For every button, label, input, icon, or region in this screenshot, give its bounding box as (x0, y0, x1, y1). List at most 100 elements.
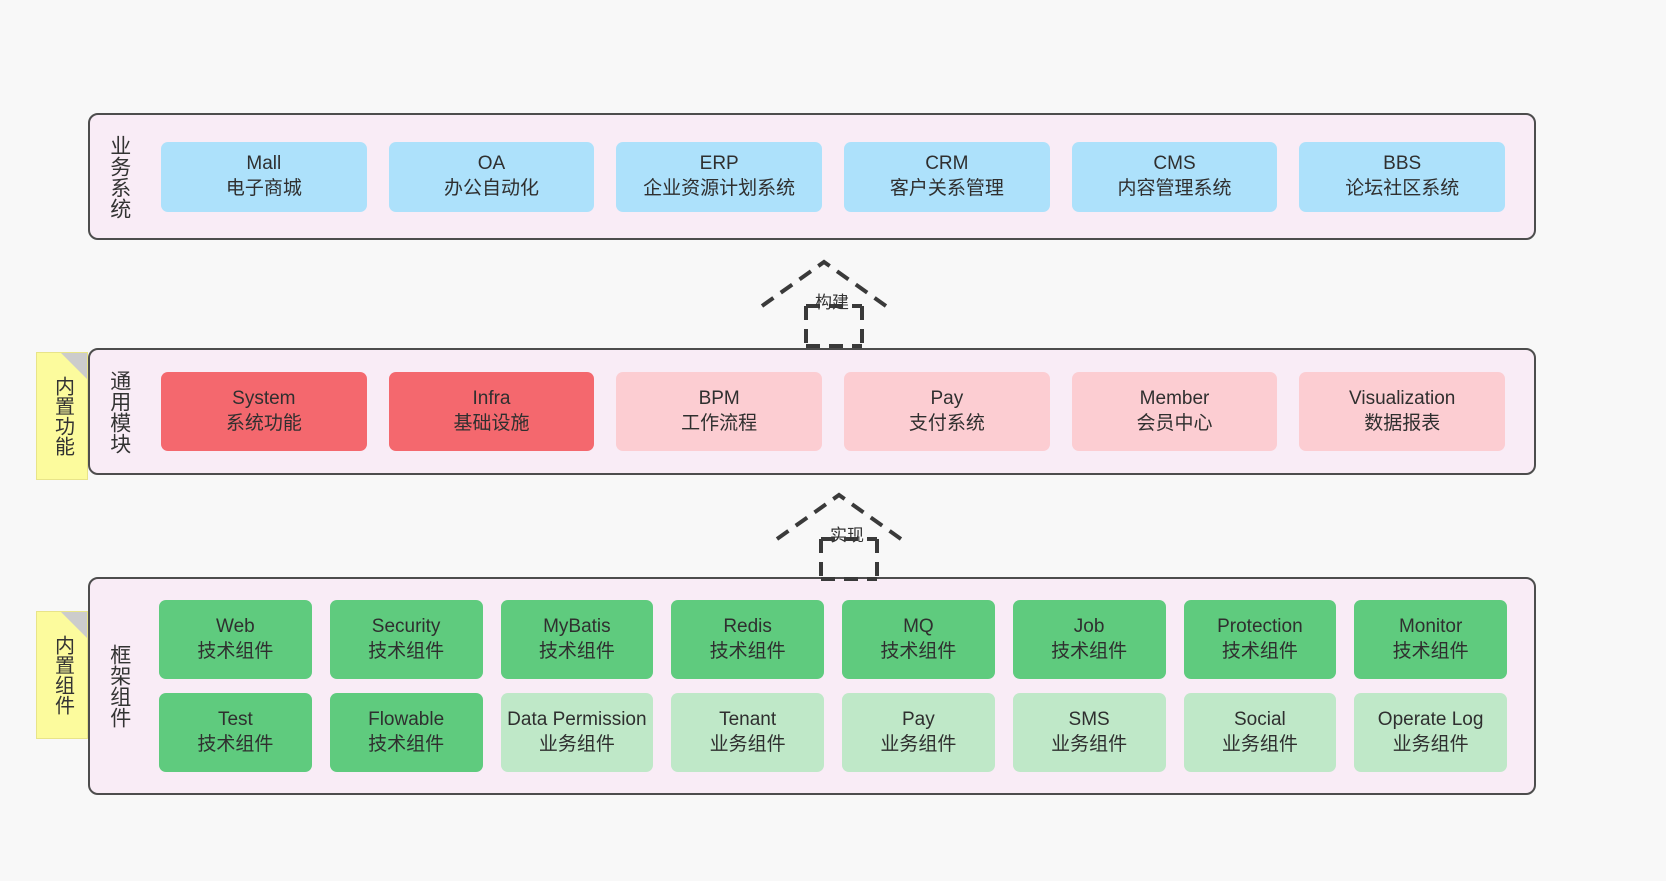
cell-name: Monitor (1398, 616, 1463, 638)
framework-cell-security[interactable]: Security 技术组件 (329, 600, 483, 679)
cell-name: MQ (903, 616, 934, 638)
common-cell-visualization[interactable]: Visualization 数据报表 (1299, 372, 1506, 451)
layer-framework-title: 框架组件 (107, 644, 131, 728)
cell-name: BPM (698, 388, 740, 410)
cell-desc: 技术组件 (1221, 640, 1298, 662)
note-label: 内置功能 (51, 376, 74, 456)
cell-desc: 客户关系管理 (889, 177, 1004, 199)
cell-desc: 业务组件 (1221, 733, 1298, 755)
cell-desc: 技术组件 (538, 640, 615, 662)
business-cell-cms[interactable]: CMS 内容管理系统 (1071, 141, 1278, 212)
cell-name: Protection (1217, 616, 1303, 638)
common-cell-bpm[interactable]: BPM 工作流程 (616, 372, 823, 451)
cell-desc: 电子商城 (225, 177, 302, 199)
cell-desc: 系统功能 (225, 412, 302, 434)
cell-name: OA (477, 153, 506, 175)
connector-implement-label: 实现 (830, 526, 864, 545)
framework-cell-pay[interactable]: Pay 业务组件 (842, 693, 995, 772)
layer-common-body: System 系统功能 Infra 基础设施 BPM 工作流程 Pay 支付系统… (140, 350, 1534, 473)
cell-desc: 业务组件 (1051, 733, 1128, 755)
cell-desc: 技术组件 (368, 640, 445, 662)
cell-desc: 基础设施 (453, 412, 530, 434)
layer-common-modules[interactable]: 通用模块 System 系统功能 Infra 基础设施 BPM 工作流程 Pay… (88, 348, 1536, 475)
business-cell-mall[interactable]: Mall 电子商城 (161, 141, 367, 212)
framework-cell-job[interactable]: Job 技术组件 (1012, 600, 1166, 679)
cell-name: Tenant (719, 709, 777, 731)
framework-cell-operate-log[interactable]: Operate Log 业务组件 (1354, 693, 1507, 772)
cell-name: Mall (246, 153, 282, 175)
cell-desc: 论坛社区系统 (1345, 177, 1460, 199)
note-label: 内置组件 (51, 635, 74, 715)
cell-name: BBS (1383, 153, 1422, 175)
cell-name: MyBatis (543, 616, 611, 638)
cell-desc: 业务组件 (538, 733, 615, 755)
common-cell-system[interactable]: System 系统功能 (161, 372, 367, 451)
cell-name: Job (1073, 616, 1105, 638)
cell-desc: 技术组件 (197, 640, 274, 662)
cell-desc: 企业资源计划系统 (643, 177, 796, 199)
cell-name: Security (371, 616, 441, 638)
layer-business-title: 业务系统 (107, 134, 131, 219)
common-cell-pay[interactable]: Pay 支付系统 (844, 372, 1050, 451)
cell-desc: 数据报表 (1364, 412, 1441, 434)
framework-cell-mybatis[interactable]: MyBatis 技术组件 (500, 600, 654, 679)
layer-framework-components[interactable]: 框架组件 Web 技术组件 Security 技术组件 MyBatis 技术组件… (88, 577, 1536, 795)
note-builtin-functions: 内置功能 (36, 352, 88, 480)
framework-row-business: Test 技术组件 Flowable 技术组件 Data Permission … (150, 693, 1516, 772)
generalization-arrow-icon (775, 492, 903, 581)
business-cell-oa[interactable]: OA 办公自动化 (388, 141, 595, 212)
layer-business-body: Mall 电子商城 OA 办公自动化 ERP 企业资源计划系统 CRM 客户关系… (140, 115, 1534, 238)
cell-desc: 技术组件 (368, 733, 445, 755)
cell-name: Test (217, 709, 253, 731)
cell-desc: 业务组件 (1392, 733, 1469, 755)
common-row: System 系统功能 Infra 基础设施 BPM 工作流程 Pay 支付系统… (150, 372, 1516, 451)
framework-cell-protection[interactable]: Protection 技术组件 (1183, 600, 1337, 679)
business-cell-bbs[interactable]: BBS 论坛社区系统 (1299, 141, 1506, 212)
business-cell-crm[interactable]: CRM 客户关系管理 (844, 141, 1050, 212)
cell-name: ERP (699, 153, 739, 175)
framework-cell-test[interactable]: Test 技术组件 (159, 693, 312, 772)
cell-desc: 技术组件 (1051, 640, 1128, 662)
cell-desc: 工作流程 (681, 412, 758, 434)
cell-name: Visualization (1349, 388, 1456, 410)
business-cell-erp[interactable]: ERP 企业资源计划系统 (616, 141, 823, 212)
connector-implement: 实现 (759, 489, 939, 581)
cell-desc: 业务组件 (880, 733, 957, 755)
cell-name: Redis (723, 616, 772, 638)
cell-desc: 业务组件 (709, 733, 786, 755)
layer-framework-body: Web 技术组件 Security 技术组件 MyBatis 技术组件 Redi… (140, 579, 1534, 793)
layer-business-systems[interactable]: 业务系统 Mall 电子商城 OA 办公自动化 ERP 企业资源计划系统 CRM… (88, 113, 1536, 240)
cell-desc: 会员中心 (1136, 412, 1213, 434)
framework-cell-flowable[interactable]: Flowable 技术组件 (329, 693, 483, 772)
cell-desc: 技术组件 (880, 640, 957, 662)
cell-desc: 技术组件 (709, 640, 786, 662)
cell-name: Web (216, 616, 255, 638)
connector-build-label: 构建 (815, 293, 849, 312)
cell-name: Data Permission (507, 709, 647, 731)
framework-cell-tenant[interactable]: Tenant 业务组件 (671, 693, 824, 772)
cell-name: CMS (1153, 153, 1196, 175)
framework-cell-data-permission[interactable]: Data Permission 业务组件 (500, 693, 654, 772)
cell-name: Social (1234, 709, 1286, 731)
connector-build: 构建 (744, 256, 924, 348)
framework-cell-web[interactable]: Web 技术组件 (159, 600, 312, 679)
framework-cell-monitor[interactable]: Monitor 技术组件 (1354, 600, 1507, 679)
layer-common-title: 通用模块 (107, 369, 131, 454)
cell-name: Operate Log (1377, 709, 1484, 731)
cell-name: Flowable (368, 709, 445, 731)
cell-desc: 技术组件 (1392, 640, 1469, 662)
framework-row-technical: Web 技术组件 Security 技术组件 MyBatis 技术组件 Redi… (150, 600, 1516, 679)
common-cell-member[interactable]: Member 会员中心 (1071, 372, 1278, 451)
framework-cell-redis[interactable]: Redis 技术组件 (671, 600, 824, 679)
framework-cell-mq[interactable]: MQ 技术组件 (842, 600, 995, 679)
cell-name: Pay (902, 709, 935, 731)
framework-cell-sms[interactable]: SMS 业务组件 (1012, 693, 1166, 772)
cell-desc: 办公自动化 (444, 177, 540, 199)
cell-name: Infra (472, 388, 511, 410)
cell-name: Member (1139, 388, 1210, 410)
cell-desc: 技术组件 (197, 733, 274, 755)
framework-cell-social[interactable]: Social 业务组件 (1183, 693, 1337, 772)
business-row: Mall 电子商城 OA 办公自动化 ERP 企业资源计划系统 CRM 客户关系… (150, 141, 1516, 212)
common-cell-infra[interactable]: Infra 基础设施 (388, 372, 595, 451)
